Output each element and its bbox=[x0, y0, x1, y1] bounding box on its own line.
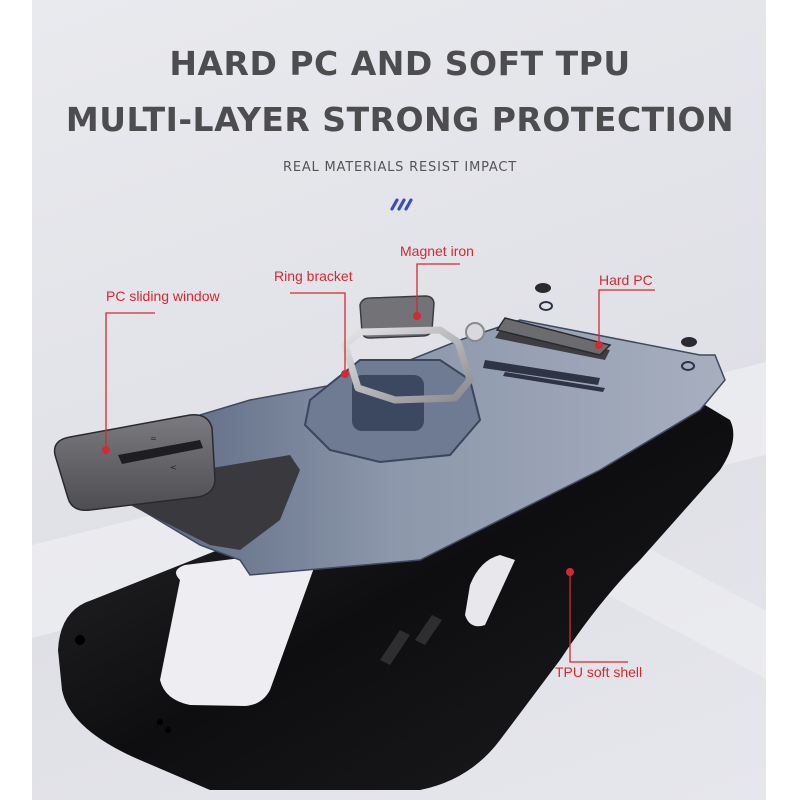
slider-knob bbox=[118, 440, 203, 464]
side-button bbox=[380, 630, 410, 665]
subtitle: REAL MATERIALS RESIST IMPACT bbox=[283, 160, 517, 175]
callout-dot bbox=[566, 568, 574, 576]
magnet-mount bbox=[352, 375, 424, 431]
ring-hinge bbox=[465, 322, 485, 342]
callout-dot bbox=[595, 341, 603, 349]
callout-dot bbox=[341, 370, 349, 378]
hard-pc-button bbox=[495, 317, 612, 356]
callout-pc-sliding-window: PC sliding window bbox=[106, 288, 220, 304]
callout-tpu-soft-shell: TPU soft shell bbox=[555, 664, 643, 680]
svg-text:<: < bbox=[170, 463, 177, 472]
headline-line-2: MULTI-LAYER STRONG PROTECTION bbox=[65, 100, 735, 139]
side-button bbox=[415, 615, 442, 645]
pc-sliding-window: = < bbox=[53, 414, 216, 511]
headline-line-1: HARD PC AND SOFT TPU bbox=[169, 44, 631, 83]
callout-dot bbox=[413, 312, 421, 320]
callout-magnet-iron: Magnet iron bbox=[400, 243, 474, 259]
side-port bbox=[465, 555, 515, 627]
ring-bracket bbox=[341, 326, 474, 404]
callout-dot bbox=[102, 446, 110, 454]
camera-cutout bbox=[160, 550, 317, 706]
callout-hard-pc: Hard PC bbox=[599, 272, 653, 288]
tpu-soft-shell bbox=[58, 405, 734, 790]
svg-text:=: = bbox=[150, 434, 157, 443]
callout-ring-bracket: Ring bracket bbox=[274, 268, 353, 284]
lanyard-hole bbox=[75, 635, 85, 645]
triple-slash-icon bbox=[390, 198, 413, 211]
